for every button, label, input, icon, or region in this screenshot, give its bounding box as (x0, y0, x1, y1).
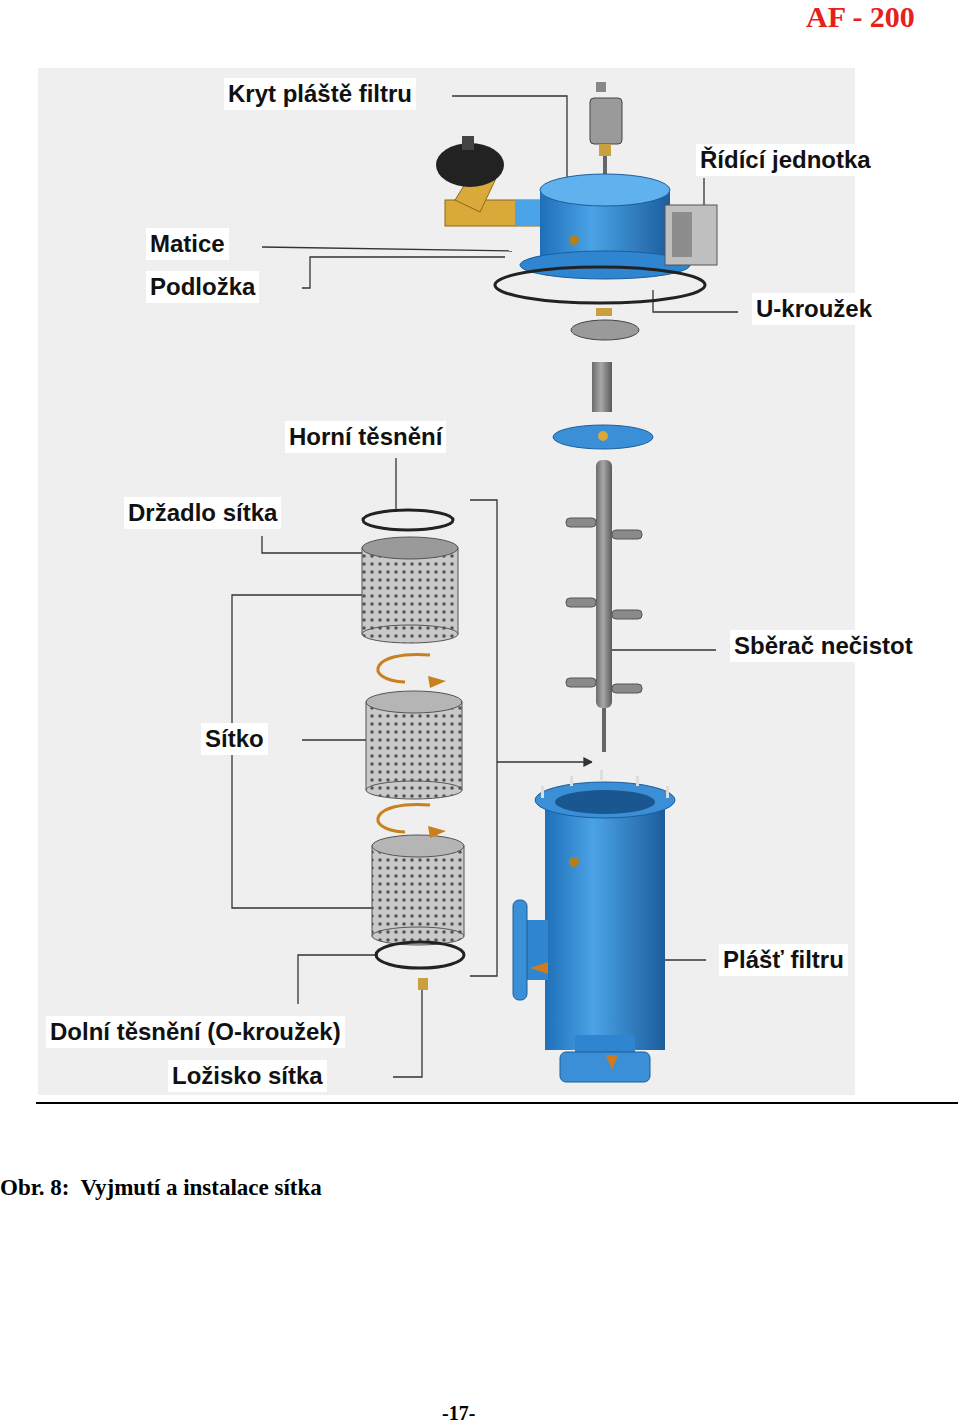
part-name: U-kroužek (752, 293, 876, 325)
part-name: Podložka (146, 271, 259, 303)
part-name: Dolní těsnění (O-kroužek) (46, 1016, 345, 1048)
part-name: Matice (146, 228, 229, 260)
part-name: Plášť filtru (719, 944, 848, 976)
part-name: Sběrač nečistot (730, 630, 917, 662)
part-name: Kryt pláště filtru (224, 78, 416, 110)
figure-caption: Obr. 8: Vyjmutí a instalace sítka (0, 1175, 322, 1201)
part-name: Řídící jednotka (696, 144, 875, 176)
part-name: Držadlo sítka (124, 497, 281, 529)
model-header: AF - 200 (806, 0, 915, 35)
page-number: -17- (442, 1402, 475, 1425)
part-name: Sítko (201, 723, 268, 755)
part-name: Horní těsnění (285, 421, 446, 453)
part-name: Ložisko sítka (168, 1060, 327, 1092)
